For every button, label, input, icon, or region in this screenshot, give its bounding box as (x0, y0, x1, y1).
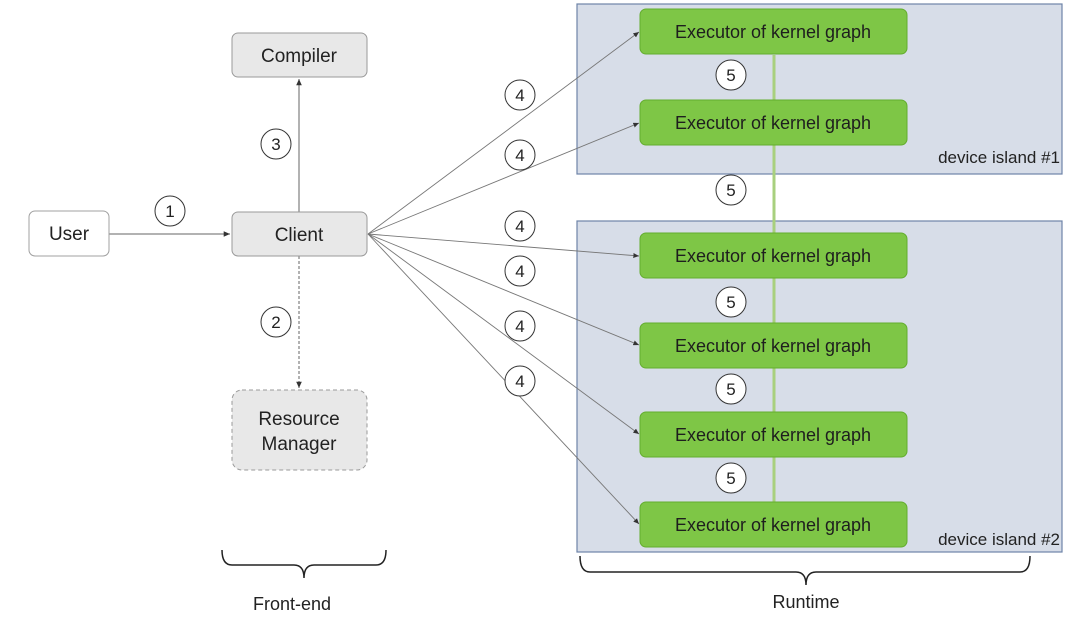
step-4-marker-a: 4 (504, 79, 536, 111)
step-4-marker-c: 4 (504, 210, 536, 242)
step-5-marker-a: 5 (715, 59, 747, 91)
step-5-marker-b: 5 (715, 174, 747, 206)
step-4-label-f: 4 (515, 372, 524, 391)
step-4-label-a: 4 (515, 86, 524, 105)
executors: Executor of kernel graph Executor of ker… (639, 8, 908, 548)
compiler-node: Compiler (231, 32, 368, 78)
executor-1-label: Executor of kernel graph (675, 22, 871, 42)
dispatch-arrow-6 (367, 233, 640, 525)
executor-3: Executor of kernel graph (639, 232, 908, 279)
step-3-label: 3 (271, 135, 280, 154)
step-4-label-d: 4 (515, 262, 524, 281)
step-5-label-a: 5 (726, 66, 735, 85)
step-4-marker-d: 4 (504, 255, 536, 287)
dispatch-arrow-4 (367, 233, 640, 346)
step-5-label-b: 5 (726, 181, 735, 200)
executor-6: Executor of kernel graph (639, 501, 908, 548)
dispatch-arrow-5 (367, 233, 640, 435)
step-1-label: 1 (165, 202, 174, 221)
executor-5: Executor of kernel graph (639, 411, 908, 458)
user-node: User (28, 210, 110, 257)
step-4-label-b: 4 (515, 146, 524, 165)
runtime-label: Runtime (772, 592, 839, 612)
resource-manager-label-1: Resource (258, 409, 339, 430)
step-markers: 1 3 2 4 4 4 4 4 (154, 59, 747, 494)
step-3-marker: 3 (260, 128, 292, 160)
frontend-brace (221, 549, 387, 579)
resource-manager-node: Resource Manager (231, 389, 368, 471)
step-2-marker: 2 (260, 306, 292, 338)
island-1-label: device island #1 (938, 148, 1060, 167)
step-1-marker: 1 (154, 195, 186, 227)
executor-3-label: Executor of kernel graph (675, 246, 871, 266)
island-2-label: device island #2 (938, 530, 1060, 549)
step-5-label-c: 5 (726, 293, 735, 312)
executor-1: Executor of kernel graph (639, 8, 908, 55)
runtime-brace (579, 555, 1031, 586)
step-5-marker-c: 5 (715, 286, 747, 318)
dispatch-arrow-3 (367, 233, 640, 259)
client-label: Client (275, 225, 324, 246)
executor-2: Executor of kernel graph (639, 99, 908, 146)
executor-6-label: Executor of kernel graph (675, 515, 871, 535)
executor-2-label: Executor of kernel graph (675, 113, 871, 133)
resource-manager-label-2: Manager (262, 434, 338, 455)
executor-4: Executor of kernel graph (639, 322, 908, 369)
step-4-marker-f: 4 (504, 365, 536, 397)
executor-4-label: Executor of kernel graph (675, 336, 871, 356)
step-4-marker-e: 4 (504, 310, 536, 342)
step-5-marker-e: 5 (715, 462, 747, 494)
step-5-label-e: 5 (726, 469, 735, 488)
step-4-marker-b: 4 (504, 139, 536, 171)
dispatch-arrow-2 (367, 122, 640, 235)
dispatch-arrow-1 (367, 31, 640, 235)
step-5-marker-d: 5 (715, 373, 747, 405)
frontend-label: Front-end (253, 594, 331, 614)
compiler-label: Compiler (261, 46, 338, 67)
executor-5-label: Executor of kernel graph (675, 425, 871, 445)
step-5-label-d: 5 (726, 380, 735, 399)
step-4-label-c: 4 (515, 217, 524, 236)
dispatch-arrows (367, 31, 640, 525)
step-2-label: 2 (271, 313, 280, 332)
client-node: Client (231, 211, 368, 257)
step-4-label-e: 4 (515, 317, 524, 336)
user-label: User (49, 224, 90, 245)
